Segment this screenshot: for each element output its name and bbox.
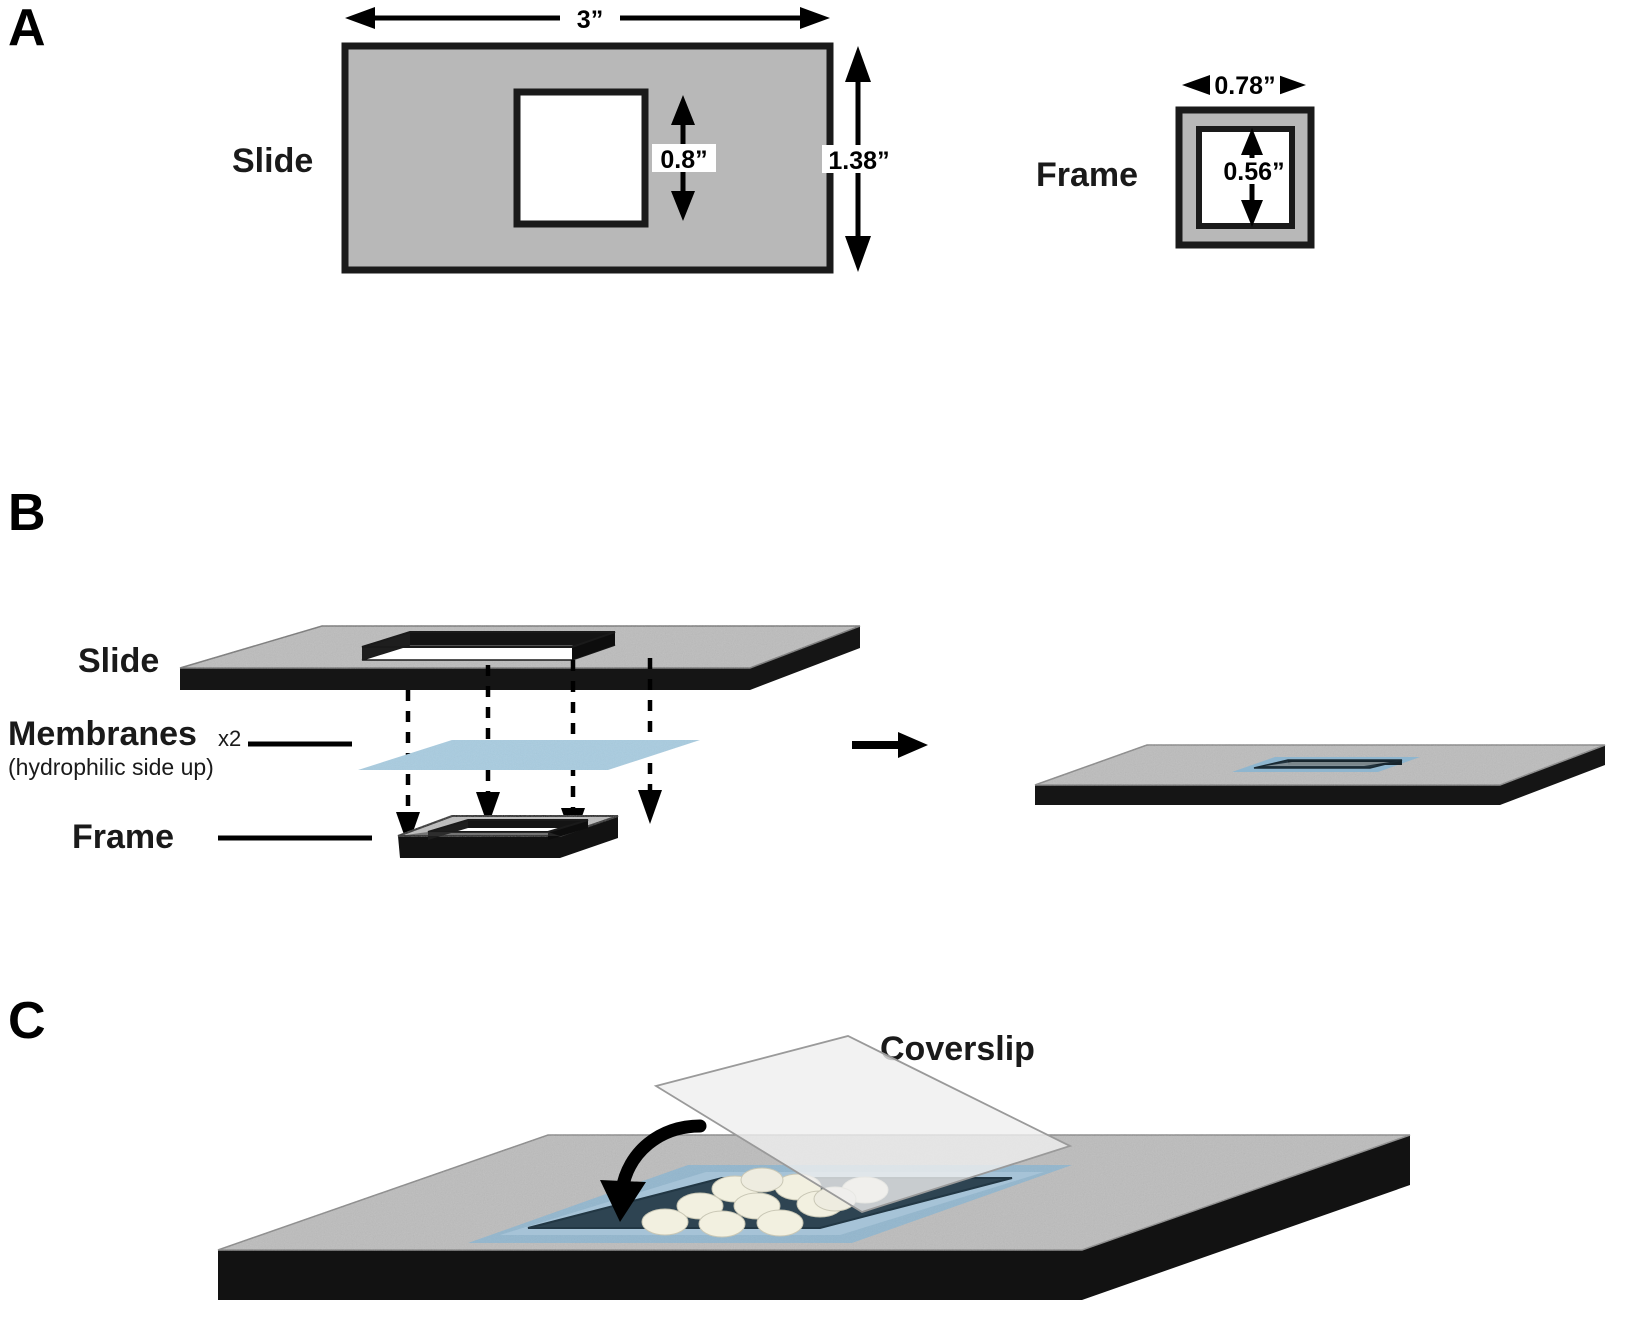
membrane-sheet-b-plane [358, 740, 700, 770]
guide-arrow-1-icon [396, 812, 420, 846]
assembled-slide-b-right-edge [1500, 745, 1605, 805]
spheroid [698, 1210, 746, 1238]
arrow-head-right-icon [898, 732, 928, 758]
panel-c: C Coverslip [8, 992, 1411, 1300]
membranes-label-b: Membranes [8, 715, 197, 753]
panel-a-letter: A [8, 0, 46, 57]
slide-3d-c-front-edge [218, 1250, 1082, 1300]
frame-3d-b-front-edge [398, 836, 560, 858]
frame-3d-b-inner-right-wall [548, 820, 588, 840]
frame-3d-b-inner-back-wall [468, 820, 588, 828]
arrow-head-up-icon [671, 95, 695, 125]
frame-label-a: Frame [1036, 156, 1138, 194]
slide-3d-b-right-edge [750, 626, 860, 690]
dim-slide-height-label: 1.38” [828, 147, 889, 175]
membrane-sheet-b [358, 740, 700, 770]
arrow-head-up-icon [845, 46, 871, 82]
dimension-slide-width: 3” [345, 4, 830, 34]
panel-a: A Slide 3” 0.8” 1.38” [8, 0, 1315, 274]
panel-c-letter: C [8, 992, 46, 1050]
dimension-slide-aperture: 0.8” [652, 95, 716, 221]
arrow-head-up-icon [1241, 128, 1263, 155]
dim-frame-width-label: 0.78” [1214, 72, 1275, 100]
frame-3d-b [397, 815, 619, 858]
slide-label-a: Slide [232, 142, 313, 180]
arrow-head-left-icon [345, 7, 375, 29]
arrow-head-down-icon [600, 1180, 646, 1222]
panel-b: B Slide Membranes x2 (hydrophilic side u… [8, 484, 1606, 858]
guide-arrow-4-icon [638, 790, 662, 824]
slide-3d-b-hole-floor [362, 645, 615, 660]
arrow-head-right-icon [1278, 75, 1306, 95]
dimension-slide-height: 1.38” [822, 46, 896, 272]
arrow-head-right-icon [800, 7, 830, 29]
membranes-note-b: (hydrophilic side up) [8, 754, 214, 780]
coverslip-c [653, 1035, 1073, 1213]
dimension-frame-aperture: 0.56” [1221, 128, 1289, 227]
spheroid [740, 1167, 784, 1193]
coverslip-plate [653, 1035, 1073, 1213]
dim-slide-aperture-label: 0.8” [660, 146, 707, 174]
panel-b-letter: B [8, 484, 46, 542]
guide-arrow-2-icon [476, 792, 500, 826]
arrow-head-down-icon [671, 191, 695, 221]
slide-3d-b-hole-back-wall [410, 632, 615, 645]
frame-label-b: Frame [72, 818, 174, 856]
slide-3d-b-front-edge [180, 668, 750, 690]
assembly-arrow-b [852, 732, 928, 758]
spheroid [641, 1208, 689, 1236]
arrow-head-down-icon [1241, 200, 1263, 227]
slide-3d-b-hole-right-wall [572, 632, 615, 660]
dim-slide-width-label: 3” [577, 6, 603, 34]
arrow-head-left-icon [1182, 75, 1210, 95]
slide-aperture-a [513, 88, 649, 228]
slide-3d-c-right-edge [1082, 1135, 1410, 1300]
coverslip-label-c: Coverslip [880, 1030, 1035, 1068]
assembled-slide-b [1034, 744, 1606, 805]
slide-label-b: Slide [78, 642, 159, 680]
spheroid [756, 1209, 804, 1237]
arrow-head-down-icon [845, 236, 871, 272]
dimension-frame-width: 0.78” [1182, 72, 1306, 100]
placement-arrow-c [600, 1119, 707, 1222]
frame-3d-b-right-edge [560, 816, 618, 858]
assembled-slide-b-front-edge [1035, 785, 1500, 805]
dim-frame-aperture-label: 0.56” [1223, 158, 1284, 186]
membranes-count-b: x2 [218, 726, 241, 751]
slide-3d-b [179, 625, 861, 690]
